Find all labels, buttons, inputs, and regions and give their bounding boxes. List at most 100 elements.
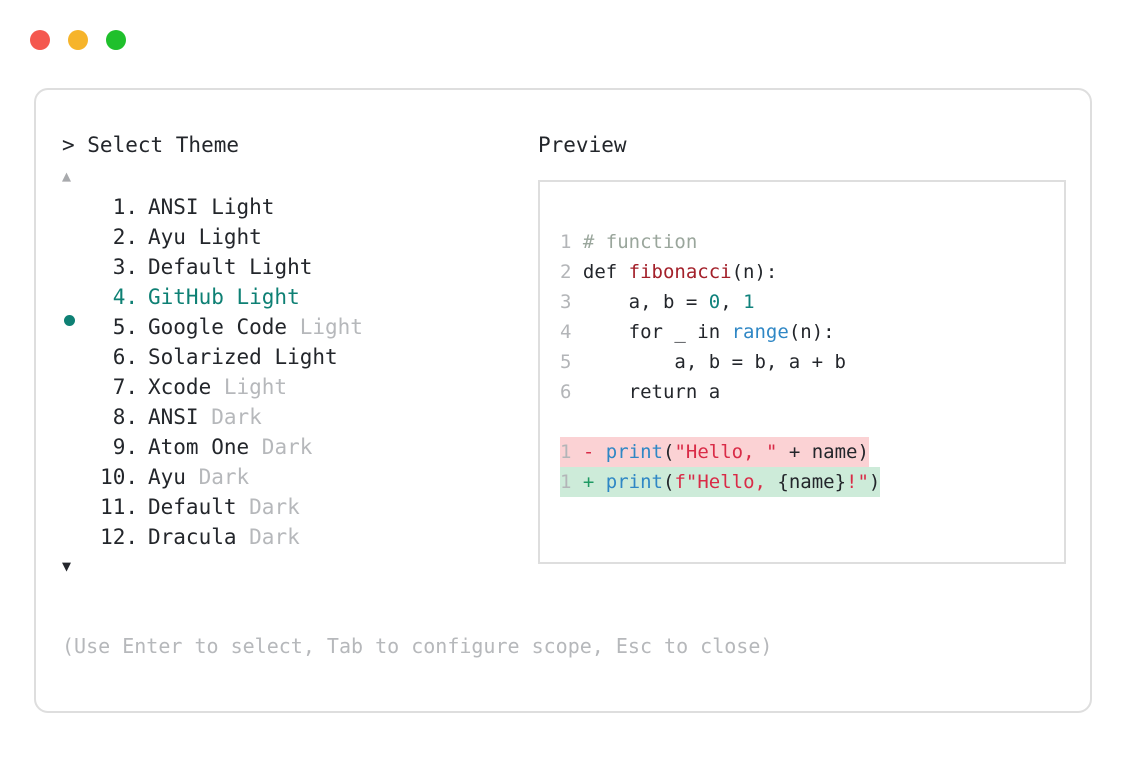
theme-item-mode: Light [236, 255, 313, 279]
code-line: 6 return a [560, 377, 880, 407]
theme-list-item[interactable]: 11. Default Dark [62, 492, 532, 522]
code-token: f"Hello, [674, 471, 778, 493]
code-token: for _ in [571, 321, 732, 343]
theme-item-name: Ayu [148, 225, 186, 249]
diff-sign: + [571, 471, 606, 493]
code-token: (n): [731, 261, 778, 283]
code-token: def [571, 261, 629, 283]
theme-item-mode: Dark [198, 405, 262, 429]
diff-removed-line: 1 - print("Hello, " + name) [560, 437, 869, 467]
theme-item-name: Ayu [148, 465, 186, 489]
theme-item-name: GitHub [148, 285, 224, 309]
code-token: (n): [788, 321, 835, 343]
line-number: 3 [560, 291, 572, 313]
code-token: range [731, 321, 789, 343]
theme-list-item[interactable]: 3. Default Light [62, 252, 532, 282]
theme-selector-panel: > Select Theme ▲ 1. ANSI Light 2. Ayu Ligh… [34, 88, 1092, 713]
theme-item-name: Xcode [148, 375, 212, 399]
theme-list-item[interactable]: 7. Xcode Light [62, 372, 532, 402]
code-token: print [605, 441, 663, 463]
code-token: !" [846, 471, 869, 493]
page-title: > Select Theme [62, 133, 240, 157]
diff-added-line: 1 + print(f"Hello, {name}!") [560, 467, 881, 497]
theme-list-item[interactable]: 6. Solarized Light [62, 342, 532, 372]
code-token: 0 [708, 291, 721, 313]
theme-item-name: Dracula [148, 525, 237, 549]
theme-item-name: Google Code [148, 315, 288, 339]
theme-item-name: Atom One [148, 435, 250, 459]
code-line: 1 # function [560, 227, 880, 257]
code-line: 5 a, b = b, a + b [560, 347, 880, 377]
code-token: "Hello, " [674, 441, 778, 463]
theme-item-mode: Dark [249, 435, 313, 459]
theme-item-mode: Light [261, 345, 338, 369]
theme-item-number: 7. [100, 375, 138, 399]
theme-list-column: > Select Theme ▲ 1. ANSI Light 2. Ayu Ligh… [62, 132, 532, 576]
theme-list-item[interactable]: 5. Google Code Light [62, 312, 532, 342]
code-token: {name} [777, 471, 847, 493]
theme-list-item[interactable]: 9. Atom One Dark [62, 432, 532, 462]
theme-item-mode: Light [223, 285, 300, 309]
theme-item-name: Solarized [148, 345, 262, 369]
theme-item-number: 2. [100, 225, 138, 249]
theme-item-number: 1. [100, 195, 138, 219]
code-token: print [605, 471, 663, 493]
theme-list[interactable]: 1. ANSI Light 2. Ayu Light 3. Default Light… [62, 192, 532, 552]
minimize-window-dot[interactable] [68, 30, 88, 50]
diff-line-row: 1 + print(f"Hello, {name}!") [560, 467, 881, 497]
scroll-up-icon[interactable]: ▲ [62, 167, 72, 185]
line-number: 6 [560, 381, 572, 403]
diff-sign: - [571, 441, 606, 463]
code-token: a, b = b, a + b [571, 351, 846, 373]
code-token: + name) [777, 441, 869, 463]
theme-list-item[interactable]: 2. Ayu Light [62, 222, 532, 252]
line-number: 5 [560, 351, 572, 373]
theme-list-item[interactable]: 8. ANSI Dark [62, 402, 532, 432]
theme-item-number: 3. [100, 255, 138, 279]
theme-item-number: 11. [100, 495, 138, 519]
window-titlebar [30, 30, 126, 50]
line-number: 2 [560, 261, 572, 283]
code-token: ( [662, 441, 675, 463]
preview-title: Preview [538, 133, 627, 157]
code-line: 4 for _ in range(n): [560, 317, 880, 347]
maximize-window-dot[interactable] [106, 30, 126, 50]
diff-block: 1 - print("Hello, " + name)1 + print(f"H… [560, 437, 881, 497]
theme-item-mode: Dark [236, 495, 300, 519]
theme-item-mode: Light [287, 315, 363, 339]
line-number: 1 [560, 441, 572, 463]
theme-item-mode: Light [211, 375, 288, 399]
theme-item-name: ANSI [148, 405, 199, 429]
code-token: fibonacci [628, 261, 732, 283]
theme-item-number: 4. [100, 285, 138, 309]
code-line: 2 def fibonacci(n): [560, 257, 880, 287]
line-number: 1 [560, 231, 572, 253]
code-token: 1 [743, 291, 755, 313]
theme-item-number: 8. [100, 405, 138, 429]
theme-list-item[interactable]: 12.Dracula Dark [62, 522, 532, 552]
theme-item-name: Default [148, 495, 237, 519]
theme-list-item[interactable]: 4. GitHub Light [62, 282, 532, 326]
theme-item-name: Default [148, 255, 237, 279]
close-window-dot[interactable] [30, 30, 50, 50]
theme-item-number: 5. [100, 315, 138, 339]
keyboard-hint: (Use Enter to select, Tab to configure s… [62, 634, 773, 658]
theme-list-item[interactable]: 10.Ayu Dark [62, 462, 532, 492]
code-token: a, b = [571, 291, 709, 313]
theme-list-item[interactable]: 1. ANSI Light [62, 192, 532, 222]
theme-item-number: 9. [100, 435, 138, 459]
theme-item-number: 6. [100, 345, 138, 369]
line-number: 4 [560, 321, 572, 343]
line-number: 1 [560, 471, 572, 493]
theme-item-mode: Light [198, 195, 275, 219]
theme-item-name: ANSI [148, 195, 199, 219]
theme-item-mode: Light [185, 225, 262, 249]
diff-line-row: 1 - print("Hello, " + name) [560, 437, 880, 467]
code-token: ) [868, 471, 881, 493]
scroll-down-icon[interactable]: ▼ [62, 557, 72, 575]
code-token: , [720, 291, 744, 313]
code-token: # function [571, 231, 698, 253]
